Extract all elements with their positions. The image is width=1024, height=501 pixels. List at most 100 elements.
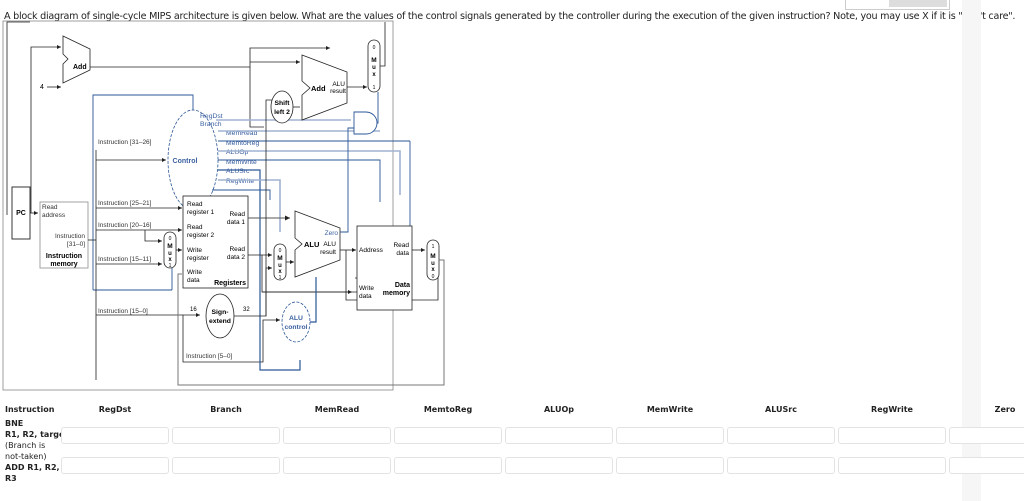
branch-alu-result-label: result [330, 88, 346, 95]
answer-input-regwrite[interactable] [838, 457, 946, 474]
answer-input-zero[interactable] [949, 457, 1024, 474]
answer-input-memread[interactable] [283, 427, 391, 444]
reg-label: Write [187, 269, 202, 276]
sign-extend-label: extend [209, 318, 231, 325]
mux-input-label: 0 [279, 248, 282, 254]
header-regwrite: RegWrite [871, 405, 913, 414]
answer-input-memtoreg[interactable] [394, 457, 502, 474]
mux-label: M [277, 255, 282, 262]
reg-label: Read [187, 224, 203, 231]
mux-label: u [372, 65, 376, 71]
control-signal-memtoreg: MemtoReg [226, 140, 259, 147]
imem-title: memory [50, 261, 77, 268]
bits-16-label: 16 [190, 307, 197, 313]
control-signal-regwrite: RegWrite [226, 178, 254, 185]
answer-input-memtoreg[interactable] [394, 427, 502, 444]
mux-label: x [168, 257, 172, 263]
reg-label: register 2 [187, 232, 214, 239]
alu-label: ALU [304, 240, 319, 249]
answer-input-zero[interactable] [949, 427, 1024, 444]
diagram-frame [2, 20, 394, 391]
answer-input-branch[interactable] [172, 457, 280, 474]
mux-label: u [278, 263, 282, 269]
scrollbar-track[interactable] [962, 0, 981, 501]
reg-label: Read [229, 246, 245, 253]
aluop-wire [218, 150, 401, 195]
answer-input-branch[interactable] [172, 427, 280, 444]
reg-label: Write [187, 247, 202, 254]
header-zero: Zero [994, 405, 1016, 414]
pc-label: PC [16, 210, 26, 217]
control-signal-regdst: RegDst [200, 113, 223, 120]
mux-label: x [431, 267, 435, 273]
answer-input-aluop[interactable] [505, 427, 613, 444]
instr-25-21-label: Instruction [25–21] [98, 200, 152, 207]
instr-15-0-label: Instruction [15–0] [98, 308, 148, 315]
control-signal-memread: MemRead [226, 130, 258, 137]
answer-input-aluop[interactable] [505, 457, 613, 474]
sign-extend-label: Sign- [212, 309, 229, 316]
imem-read-address-label: Read [42, 204, 58, 211]
reg-label: data 2 [227, 254, 245, 261]
data-memory [356, 225, 413, 311]
control-signal-labels: RegDstBranchMemReadMemtoRegALUOpMemWrite… [200, 113, 259, 185]
alu-control-label: ALU [289, 315, 303, 322]
reg-label: data 1 [227, 219, 245, 226]
mux-label: x [372, 72, 376, 78]
bits-32-label: 32 [243, 307, 250, 313]
pc-adder [62, 35, 91, 84]
header-alusrc: ALUSrc [765, 405, 797, 414]
header-memread: MemRead [314, 405, 360, 414]
answer-input-regdst[interactable] [61, 457, 169, 474]
memwrite-wire [218, 159, 381, 202]
mux-input-label: 1 [279, 275, 282, 281]
instr-20-16-label: Instruction [20–16] [98, 222, 152, 229]
answer-input-alusrc[interactable] [727, 457, 835, 474]
header-memwrite: MemWrite [646, 405, 694, 414]
registers-title: Registers [214, 280, 246, 287]
answer-input-regwrite[interactable] [838, 427, 946, 444]
reg-label: Read [229, 211, 245, 218]
instr-15-11-label: Instruction [15–11] [98, 256, 151, 263]
control-label: Control [173, 158, 198, 165]
answer-input-regdst[interactable] [61, 427, 169, 444]
shift-left-2-unit [270, 90, 294, 124]
header-instruction: Instruction [5, 405, 55, 414]
branch-adder [301, 54, 348, 121]
mux-input-label: 1 [169, 263, 172, 269]
answer-input-memwrite[interactable] [616, 427, 724, 444]
instruction-text: R1, R2, target [5, 430, 69, 439]
answer-input-memread[interactable] [283, 457, 391, 474]
toolbar-button[interactable] [889, 0, 947, 7]
mux-label: u [431, 261, 435, 267]
top-toolbar [845, 0, 950, 10]
alu-result-label: ALU [323, 241, 336, 248]
imem-title: Instruction [46, 253, 82, 260]
mux-input-label: 1 [373, 85, 376, 91]
mux-input-label: 0 [373, 45, 376, 51]
imem-instruction-label: [31–0] [67, 241, 85, 248]
control-signal-memwrite: MemWrite [226, 159, 257, 166]
answer-input-alusrc[interactable] [727, 427, 835, 444]
instruction-note: (Branch is [5, 441, 46, 450]
reg-label: data [187, 277, 200, 284]
alusrc-wire [218, 179, 281, 232]
const-four: 4 [40, 84, 44, 91]
header-memtoreg: MemtoReg [423, 405, 473, 414]
control-signal-alusrc: ALUSrc [226, 168, 250, 175]
control-wire [92, 94, 194, 240]
mux-input-label: 1 [432, 244, 435, 250]
dmem-title: Data [395, 282, 410, 289]
row-label-add: ADD R1, R2, R3 [5, 462, 60, 484]
branch-alu-result-label: ALU [332, 81, 345, 88]
header-branch: Branch [210, 405, 242, 414]
instruction-text: ADD R1, R2, [5, 463, 60, 472]
instruction-text: BNE [5, 419, 24, 428]
alu-result-label: result [320, 249, 336, 256]
mux-label: M [430, 253, 435, 260]
answer-input-memwrite[interactable] [616, 457, 724, 474]
dmem-label: Read [393, 242, 409, 249]
imem-instruction-label: Instruction [55, 233, 85, 240]
zero-wire [340, 127, 360, 233]
mux-label: M [167, 243, 172, 250]
